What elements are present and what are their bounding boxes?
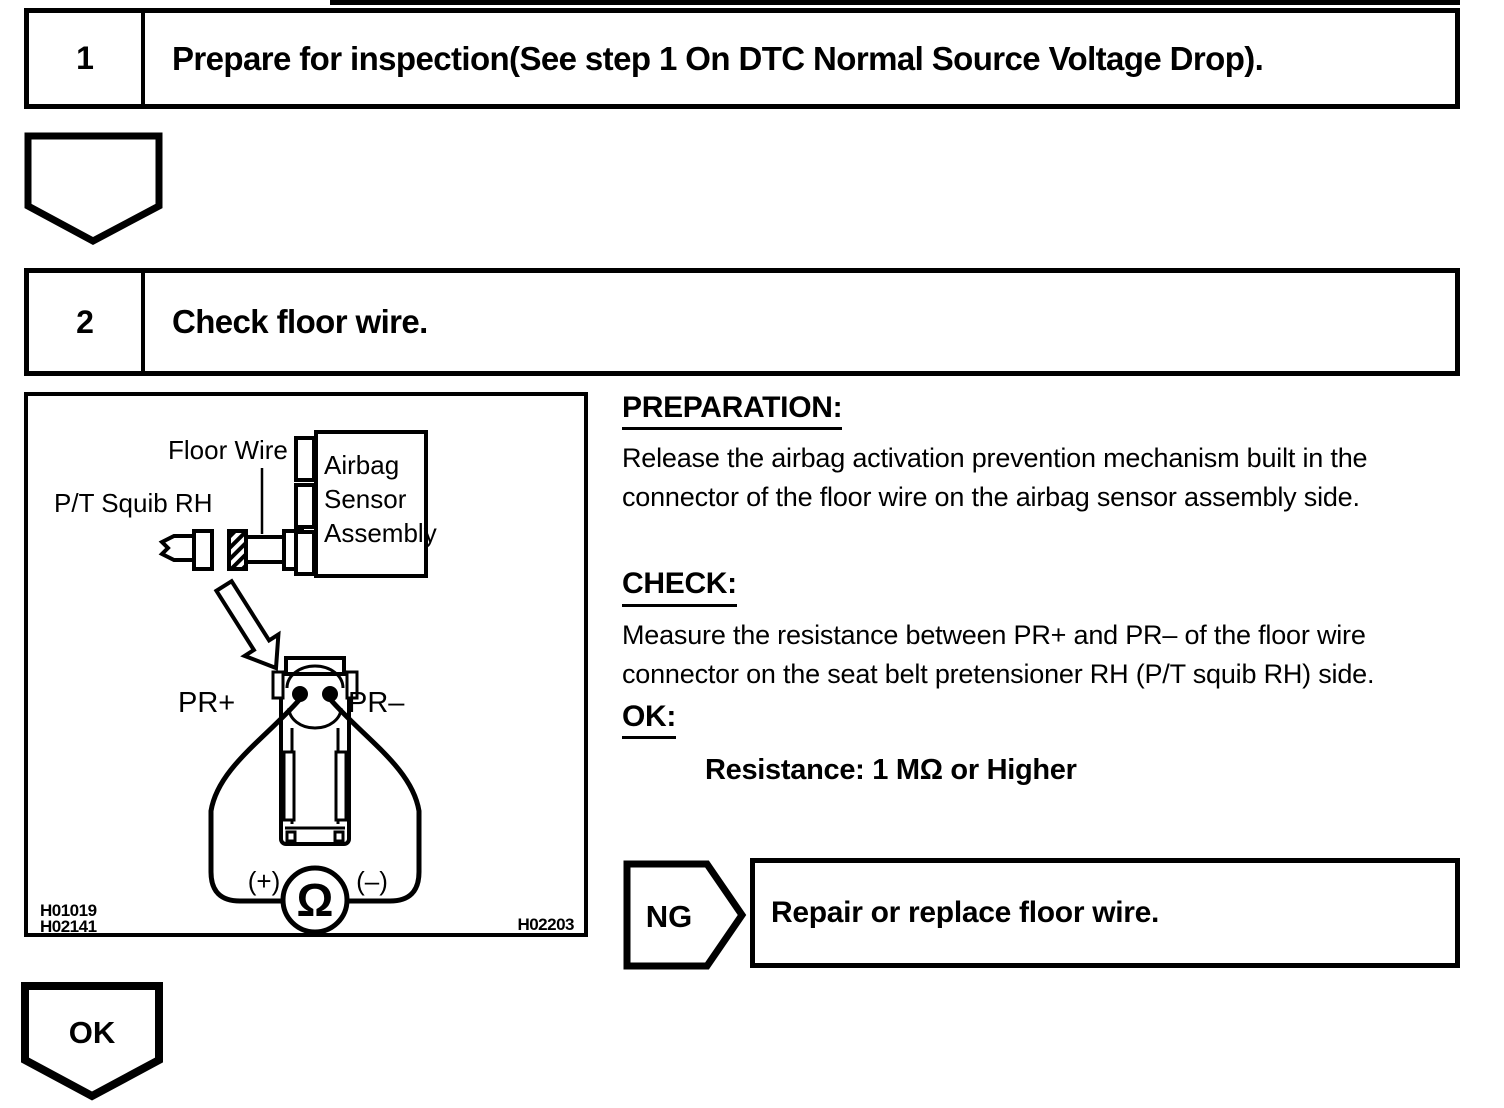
ng-arrow: NG bbox=[623, 860, 747, 970]
step-2-title: Check floor wire. bbox=[172, 303, 428, 340]
assembly-label-2: Sensor bbox=[324, 484, 407, 514]
step-1-title: Prepare for inspection(See step 1 On DTC… bbox=[172, 39, 1264, 77]
flow-down-arrow bbox=[24, 132, 163, 245]
floor-wire-piece bbox=[244, 535, 286, 564]
step-1-box: 1 Prepare for inspection(See step 1 On D… bbox=[24, 8, 1460, 109]
airbag-sensor-assembly-box bbox=[314, 430, 428, 578]
ng-action-box: Repair or replace floor wire. bbox=[750, 858, 1460, 968]
pin-pr-minus bbox=[322, 686, 338, 702]
meter-plus-label: (+) bbox=[248, 866, 281, 896]
scan-edge-artifact bbox=[330, 0, 1460, 5]
floor-wire-connector-face bbox=[271, 656, 359, 846]
step-2-number: 2 bbox=[29, 273, 145, 371]
ohmmeter bbox=[280, 865, 350, 935]
squib-connector bbox=[192, 529, 214, 571]
check-heading: CHECK: bbox=[622, 568, 737, 607]
preparation-line-2: connector of the floor wire on the airba… bbox=[622, 482, 1360, 513]
floor-wire-label: Floor Wire bbox=[168, 435, 288, 465]
check-body: Measure the resistance between PR+ and P… bbox=[622, 616, 1484, 694]
ng-action-text: Repair or replace floor wire. bbox=[771, 896, 1160, 929]
assembly-slot-2 bbox=[294, 483, 316, 529]
ok-label: OK bbox=[69, 1015, 116, 1050]
step-2-box: 2 Check floor wire. bbox=[24, 268, 1460, 376]
test-lead-minus bbox=[328, 697, 422, 904]
check-line-1: Measure the resistance between PR+ and P… bbox=[622, 619, 1366, 650]
instruction-column: PREPARATION: Release the airbag activati… bbox=[622, 391, 1484, 787]
assembly-slot-3 bbox=[294, 530, 316, 576]
figure-code-1: H01019 bbox=[40, 901, 97, 920]
preparation-body: Release the airbag activation prevention… bbox=[622, 439, 1484, 517]
ok-arrow-shape bbox=[21, 982, 163, 1101]
meter-minus-label: (–) bbox=[356, 866, 388, 896]
ng-branch: NG Repair or replace floor wire. bbox=[623, 858, 1483, 970]
floor-wire-connector-hatched bbox=[227, 529, 248, 571]
wiring-diagram: Floor Wire P/T Squib RH Airbag Sensor As… bbox=[40, 430, 575, 936]
pt-squib-label: P/T Squib RH bbox=[54, 488, 212, 518]
ok-down-arrow: OK bbox=[21, 982, 163, 1101]
preparation-line-1: Release the airbag activation prevention… bbox=[622, 443, 1368, 474]
assembly-label-1: Airbag bbox=[324, 450, 399, 480]
test-lead-plus bbox=[208, 697, 302, 904]
ohm-symbol: Ω bbox=[297, 874, 334, 926]
pr-plus-label: PR+ bbox=[178, 687, 235, 719]
assembly-slot-1 bbox=[294, 436, 316, 482]
pin-pr-plus bbox=[292, 686, 308, 702]
squib-plug-tip bbox=[158, 534, 196, 562]
figure-box: Floor Wire P/T Squib RH Airbag Sensor As… bbox=[24, 392, 588, 937]
ng-arrow-shape bbox=[623, 860, 747, 970]
figure-code-2: H02141 bbox=[40, 917, 97, 933]
ok-heading: OK: bbox=[622, 700, 676, 740]
pointer-arrow bbox=[213, 578, 281, 671]
check-line-2: connector on the seat belt pretensioner … bbox=[622, 658, 1375, 689]
preparation-heading: PREPARATION: bbox=[622, 391, 843, 431]
step-1-number: 1 bbox=[29, 13, 145, 104]
assembly-label-3: Assembly bbox=[324, 518, 437, 548]
ng-label: NG bbox=[646, 899, 693, 934]
down-arrow-shape bbox=[24, 132, 163, 245]
resistance-spec: Resistance: 1 MΩ or Higher bbox=[705, 754, 1077, 787]
pr-minus-label: PR– bbox=[348, 687, 405, 719]
figure-code-3: H02203 bbox=[517, 915, 574, 933]
